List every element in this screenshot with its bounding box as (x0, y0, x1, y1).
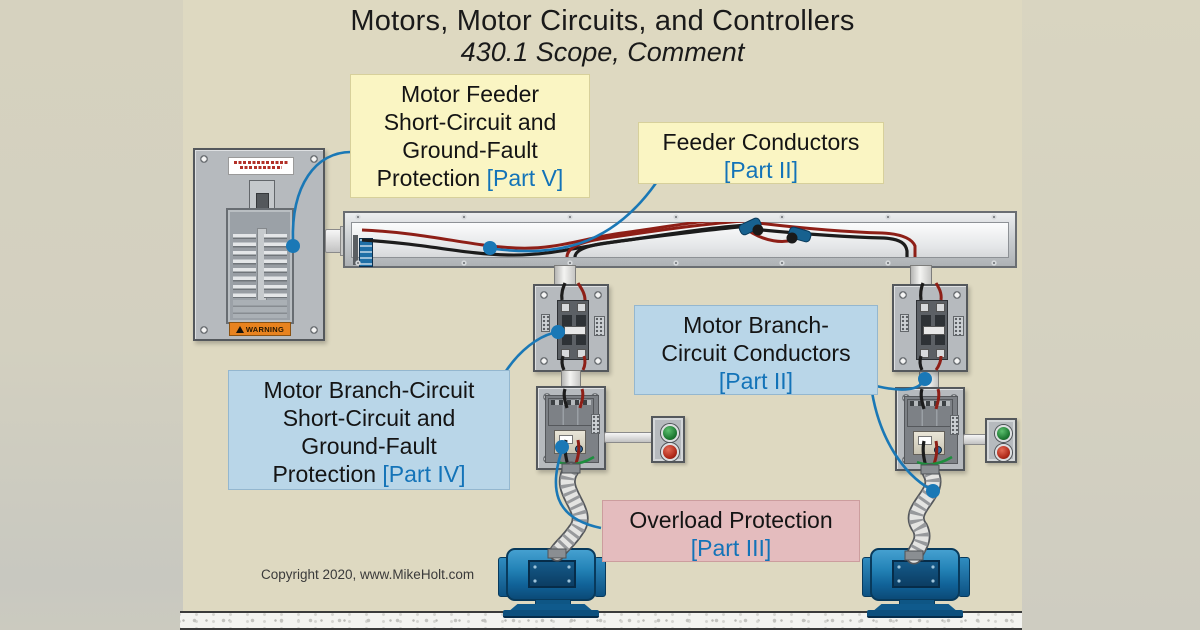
copyright-text: Copyright 2020, www.MikeHolt.com (261, 567, 475, 582)
warning-label: WARNING (229, 322, 291, 336)
panel-interior (226, 208, 294, 324)
motor-base (872, 604, 958, 612)
right-motor (862, 545, 970, 618)
callout-text-line: Short-Circuit and (383, 109, 557, 135)
callout-motor-feeder-protection: Motor Feeder Short-Circuit and Ground-Fa… (350, 74, 590, 198)
terminal-strip (591, 414, 600, 434)
main-breaker-handle (256, 193, 269, 209)
breaker-lug (577, 303, 586, 312)
callout-branch-circuit-conductors: Motor Branch- Circuit Conductors [Part I… (634, 305, 878, 395)
breaker-lug (561, 303, 570, 312)
contactor-terminals (910, 401, 950, 406)
callout-text-line: Short-Circuit and (282, 405, 456, 431)
left-branch-breaker (557, 300, 589, 360)
part-reference: [Part II] (723, 157, 799, 183)
accessory-block (594, 316, 605, 336)
warning-triangle-icon (235, 326, 244, 333)
wireway-screws-top (355, 214, 1005, 220)
breaker-lug (561, 349, 570, 358)
motor-junction-box (892, 560, 940, 588)
callout-text: Protection (272, 461, 383, 487)
start-button (661, 424, 679, 442)
page-subtitle: 430.1 Scope, Comment (460, 37, 745, 67)
right-motor-starter-enclosure (895, 387, 965, 471)
terminal-strip (950, 415, 959, 435)
breaker-lug (936, 303, 945, 312)
overload-window (918, 436, 932, 445)
breaker-lug (936, 349, 945, 358)
motor-base-plate (503, 610, 599, 618)
callout-text: Protection (376, 165, 487, 191)
callout-overload-protection: Overload Protection [Part III] (602, 500, 860, 562)
overload-window (559, 435, 573, 444)
overload-dial (575, 445, 583, 453)
warning-label-text: WARNING (245, 325, 285, 334)
breaker-handle (564, 326, 586, 335)
callout-text-line: Feeder Conductors (662, 129, 860, 155)
right-branch-breaker (916, 300, 948, 360)
panelboard: WARNING (193, 148, 325, 341)
right-contactor (907, 399, 953, 427)
left-overload-relay (554, 430, 586, 454)
main-breaker (249, 180, 275, 220)
breaker-handle (923, 326, 945, 335)
callout-text-line: Ground-Fault (402, 137, 538, 163)
floor-strip (180, 611, 1022, 630)
part-reference: [Part V] (486, 165, 564, 191)
page-title: Motors, Motor Circuits, and Controllers (350, 5, 855, 37)
callout-text-line: Ground-Fault (301, 433, 437, 459)
breaker-lug (920, 303, 929, 312)
wireway-screws-bottom (355, 260, 1005, 266)
overload-dial (934, 446, 942, 454)
callout-feeder-conductors: Feeder Conductors [Part II] (638, 122, 884, 184)
left-branch-breaker-enclosure (533, 284, 609, 372)
callout-text-line: Motor Feeder (400, 81, 540, 107)
start-button (995, 425, 1012, 442)
left-motor (498, 545, 606, 618)
callout-text-line: Protection [Part V] (351, 164, 589, 192)
callout-text-line: Overload Protection (629, 507, 833, 533)
right-pushbutton-station (985, 418, 1017, 463)
blurred-margin-left (0, 0, 183, 630)
callout-text-line: Protection [Part IV] (229, 460, 509, 488)
breaker-lug (920, 349, 929, 358)
motor-base-plate (867, 610, 963, 618)
motor-junction-box (528, 560, 576, 588)
left-flex-conduit (547, 461, 589, 562)
right-branch-breaker-enclosure (892, 284, 968, 372)
contactor-terminals (551, 400, 591, 405)
callout-text-line: Circuit Conductors (661, 340, 851, 366)
callout-text-line: Motor Branch-Circuit (263, 377, 475, 403)
left-pushbutton-conduit (604, 432, 657, 443)
wireway (343, 211, 1017, 268)
accessory-block (953, 316, 964, 336)
accessory-block (541, 314, 550, 332)
stop-button (995, 444, 1012, 461)
stop-button (661, 443, 679, 461)
motor-base (508, 604, 594, 612)
wireway-end-plate (353, 235, 358, 265)
wireway-interior (351, 222, 1009, 267)
panel-label-text-line (240, 166, 282, 169)
part-reference: [Part II] (718, 368, 794, 394)
part-reference: [Part III] (690, 535, 772, 561)
left-motor-starter-enclosure (536, 386, 606, 470)
accessory-block (900, 314, 909, 332)
left-contactor (548, 398, 594, 426)
breaker-column-right (264, 234, 287, 298)
blurred-margin-right (1022, 0, 1200, 630)
breaker-column-left (233, 234, 256, 298)
callout-text-line: Motor Branch- (683, 312, 829, 338)
blank-breaker-slots (233, 300, 287, 318)
part-reference: [Part IV] (382, 461, 466, 487)
panel-label-text-line (234, 160, 288, 164)
right-overload-relay (913, 431, 945, 455)
panel-label (228, 157, 294, 175)
breaker-lug (577, 349, 586, 358)
callout-branch-circuit-protection: Motor Branch-Circuit Short-Circuit and G… (228, 370, 510, 490)
left-pushbutton-station (651, 416, 685, 463)
